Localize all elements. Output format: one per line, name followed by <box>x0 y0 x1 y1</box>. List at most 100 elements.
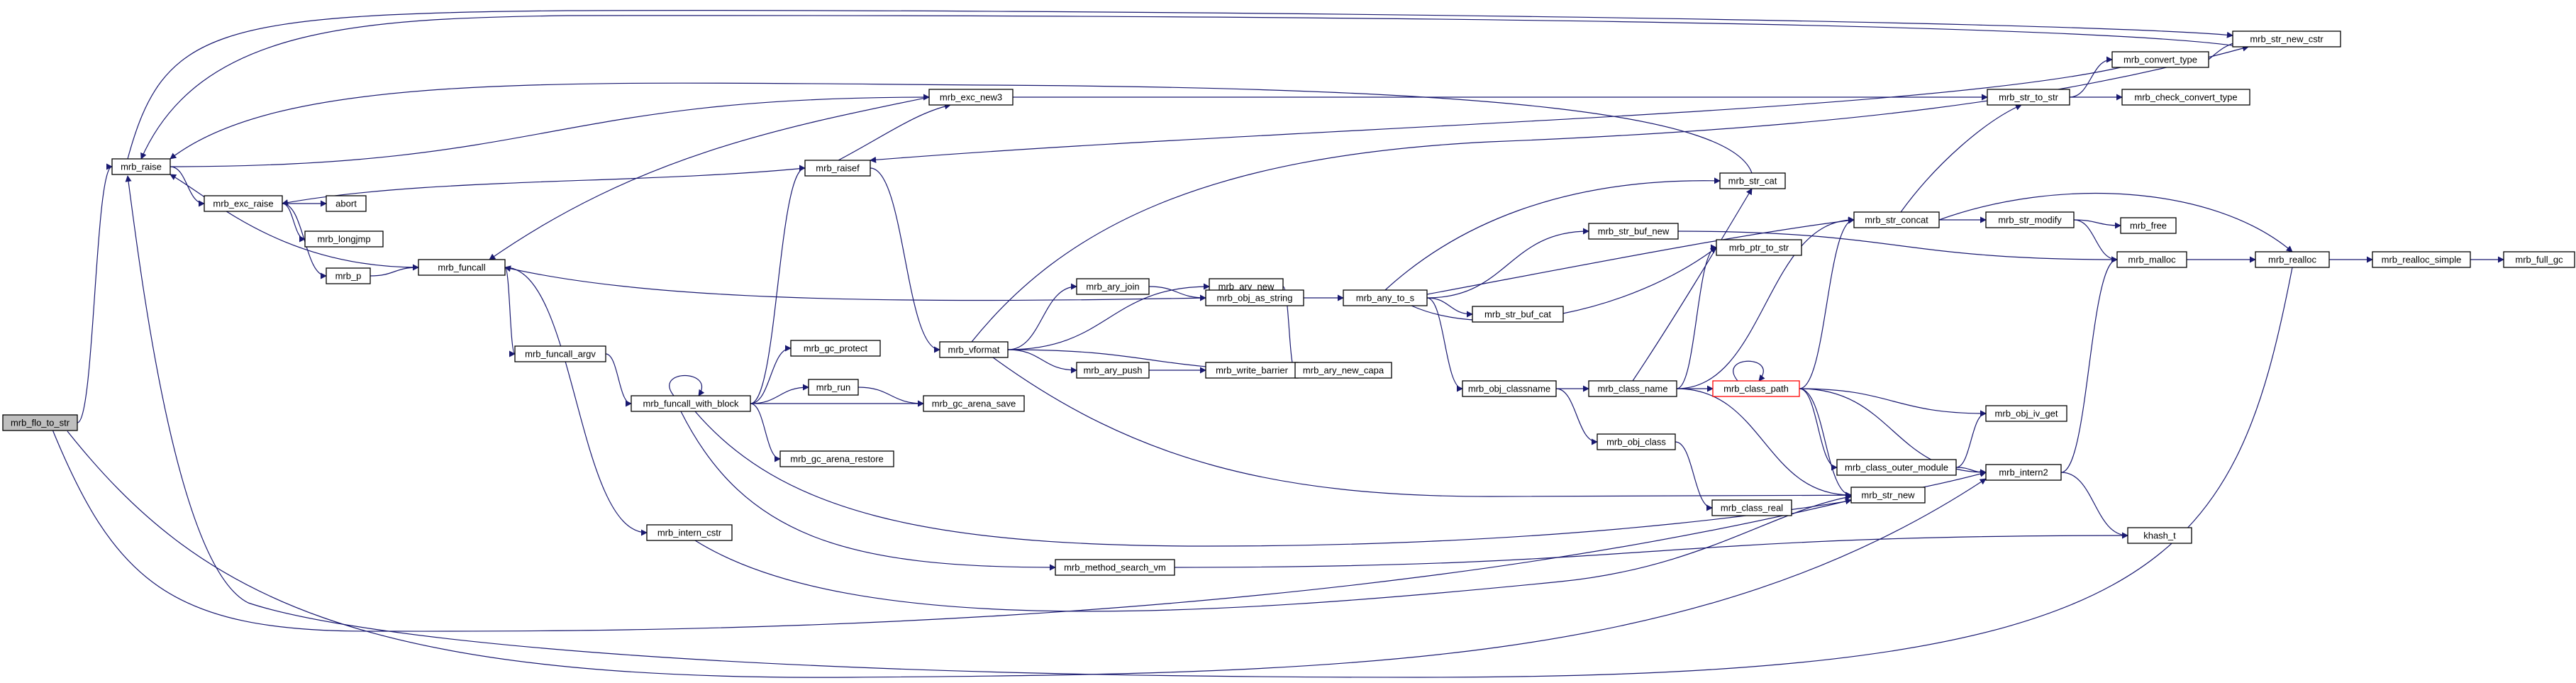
node-class-path[interactable]: mrb_class_path <box>1712 380 1800 397</box>
node-obj-as-string[interactable]: mrb_obj_as_string <box>1205 289 1304 306</box>
node-str-to-str[interactable]: mrb_str_to_str <box>1987 89 2070 106</box>
node-box <box>514 345 606 362</box>
node-malloc[interactable]: mrb_malloc <box>2116 251 2187 268</box>
node-realloc[interactable]: mrb_realloc <box>2255 251 2330 268</box>
node-label: mrb_str_buf_new <box>1598 226 1670 237</box>
node-free[interactable]: mrb_free <box>2120 217 2177 234</box>
edge-method-search-vm-to-khash-t <box>1174 532 2128 568</box>
node-flo[interactable]: mrb_flo_to_str <box>2 414 78 431</box>
node-label: mrb_str_cat <box>1728 176 1777 187</box>
node-gc-arena-save[interactable]: mrb_gc_arena_save <box>923 395 1025 412</box>
node-label: abort <box>335 199 357 209</box>
node-realloc-simple[interactable]: mrb_realloc_simple <box>2372 251 2471 268</box>
node-str-new[interactable]: mrb_str_new <box>1850 487 1926 504</box>
node-box <box>1343 289 1428 306</box>
node-method-search-vm[interactable]: mrb_method_search_vm <box>1055 559 1175 576</box>
node-label: khash_t <box>2143 531 2176 541</box>
node-intern2[interactable]: mrb_intern2 <box>1985 464 2062 481</box>
node-gc-arena-restore[interactable]: mrb_gc_arena_restore <box>779 450 894 467</box>
node-str-cat[interactable]: mrb_str_cat <box>1719 172 1786 189</box>
node-ary-join[interactable]: mrb_ary_join <box>1076 278 1150 295</box>
node-gc-protect[interactable]: mrb_gc_protect <box>790 340 881 357</box>
node-box <box>1205 289 1304 306</box>
edge-vformat-to-ary-join <box>1007 283 1077 350</box>
node-str-new-cstr[interactable]: mrb_str_new_cstr <box>2232 30 2341 48</box>
node-layer: mrb_flo_to_str mrb_raise mrb_exc_raise abor… <box>2 30 2575 576</box>
node-obj-class[interactable]: mrb_obj_class <box>1597 433 1676 450</box>
node-class-outer-module[interactable]: mrb_class_outer_module <box>1836 459 1957 476</box>
node-raise[interactable]: mrb_raise <box>111 158 171 175</box>
node-label: mrb_longjmp <box>317 234 370 245</box>
edge-class-path-to-class-outer-module <box>1799 388 1838 471</box>
node-class-name[interactable]: mrb_class_name <box>1588 380 1677 397</box>
node-label: mrb_ary_push <box>1083 365 1142 376</box>
node-label: mrb_realloc_simple <box>2382 255 2462 265</box>
node-str-concat[interactable]: mrb_str_concat <box>1853 211 1940 228</box>
node-ary-push[interactable]: mrb_ary_push <box>1076 362 1150 379</box>
node-write-barrier[interactable]: mrb_write_barrier <box>1205 362 1299 379</box>
node-abort[interactable]: abort <box>326 195 367 212</box>
node-fwb[interactable]: mrb_funcall_with_block <box>631 395 751 412</box>
node-convert-type[interactable]: mrb_convert_type <box>2111 51 2209 68</box>
node-label: mrb_str_new_cstr <box>2250 34 2324 45</box>
node-check-convert-type[interactable]: mrb_check_convert_type <box>2121 89 2250 106</box>
node-vformat[interactable]: mrb_vformat <box>939 341 1009 358</box>
node-longjmp[interactable]: mrb_longjmp <box>304 231 384 248</box>
node-label: mrb_funcall_with_block <box>643 399 739 409</box>
node-ptr-to-str[interactable]: mrb_ptr_to_str <box>1716 239 1802 256</box>
node-label: mrb_str_concat <box>1865 215 1928 226</box>
node-label: mrb_raisef <box>816 163 860 174</box>
node-label: mrb_funcall <box>438 262 485 273</box>
edge-intern2-to-malloc <box>2060 256 2118 473</box>
edge-obj-class-to-class-real <box>1675 441 1713 511</box>
node-box <box>1055 559 1175 576</box>
node-str-modify[interactable]: mrb_str_modify <box>1985 211 2075 228</box>
node-box <box>2255 251 2330 268</box>
node-class-real[interactable]: mrb_class_real <box>1711 499 1792 516</box>
node-str-buf-new[interactable]: mrb_str_buf_new <box>1588 223 1679 240</box>
node-intern-cstr[interactable]: mrb_intern_cstr <box>646 524 733 541</box>
edge-funcall-argv-to-fwb <box>605 353 632 407</box>
edge-flo-to-intern2 <box>67 431 1987 678</box>
node-box <box>1076 362 1150 379</box>
node-full-gc[interactable]: mrb_full_gc <box>2503 251 2575 268</box>
edge-any-to-s-to-str-cat <box>1384 177 1721 291</box>
node-exc-new3[interactable]: mrb_exc_new3 <box>928 89 1014 106</box>
edge-exc-raise-to-p <box>282 203 327 279</box>
node-p[interactable]: mrb_p <box>326 267 371 284</box>
node-raisef[interactable]: mrb_raisef <box>804 160 871 177</box>
node-box <box>928 89 1014 106</box>
node-any-to-s[interactable]: mrb_any_to_s <box>1343 289 1428 306</box>
edge-str-to-str-to-convert-type <box>2069 56 2113 98</box>
node-obj-iv-get[interactable]: mrb_obj_iv_get <box>1985 405 2067 422</box>
edge-vformat-to-ary-push <box>1007 349 1077 374</box>
node-box <box>2120 217 2177 234</box>
edge-raise-to-exc-new3 <box>170 94 930 167</box>
node-box <box>1076 278 1150 295</box>
node-label: mrb_ary_new <box>1218 282 1275 292</box>
edge-any-to-s-to-str-buf-new <box>1426 228 1589 299</box>
node-run[interactable]: mrb_run <box>808 379 859 396</box>
node-obj-classname[interactable]: mrb_obj_classname <box>1462 380 1557 397</box>
node-khash-t[interactable]: khash_t <box>2127 527 2192 544</box>
edge-str-modify-to-free <box>2073 219 2121 229</box>
node-label: mrb_ary_new_capa <box>1303 365 1384 376</box>
edge-intern2-to-khash-t <box>2060 472 2128 539</box>
edge-class-path-to-str-concat <box>1799 216 1855 389</box>
node-label: mrb_obj_classname <box>1468 384 1550 394</box>
node-box <box>1462 380 1557 397</box>
edge-funcall-to-funcall-argv <box>504 267 516 357</box>
node-box <box>939 341 1009 358</box>
node-box <box>1597 433 1676 450</box>
node-label: mrb_intern_cstr <box>657 528 722 538</box>
node-box <box>1985 405 2067 422</box>
node-str-buf-cat[interactable]: mrb_str_buf_cat <box>1472 306 1564 323</box>
node-funcall-argv[interactable]: mrb_funcall_argv <box>514 345 606 362</box>
node-ary-new-capa[interactable]: mrb_ary_new_capa <box>1294 362 1392 379</box>
node-exc-raise[interactable]: mrb_exc_raise <box>204 195 283 212</box>
edge-class-name-to-str-concat <box>1676 216 1855 389</box>
node-label: mrb_exc_raise <box>213 199 273 209</box>
node-funcall[interactable]: mrb_funcall <box>418 259 506 276</box>
node-label: mrb_ary_join <box>1086 282 1139 292</box>
node-label: mrb_any_to_s <box>1356 293 1415 304</box>
